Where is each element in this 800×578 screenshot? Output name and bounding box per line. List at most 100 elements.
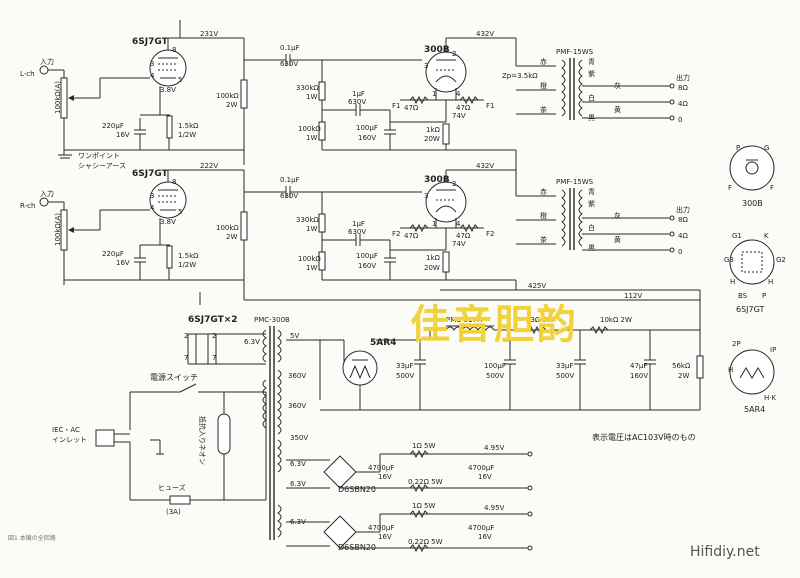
svg-text:H: H [768, 278, 773, 286]
label-f1b: F1 [486, 102, 494, 110]
label-r1kb-w: 20W [424, 264, 440, 272]
label-rch: R-ch [20, 202, 35, 210]
label-c100b-v: 160V [358, 262, 376, 270]
label-425v: 425V [528, 282, 546, 290]
label-c1ub: 1μF [352, 220, 365, 228]
label-r47b1: 47Ω [404, 232, 419, 240]
label-5v: 5V [290, 332, 299, 340]
right-channel: 入力 R-ch 100kΩ(A) 6SJ7GT 3.8V 3 4 5 8 222… [20, 162, 690, 285]
label-63a: 6.3V [244, 338, 260, 346]
label-63b: 6.3V [290, 460, 306, 468]
label-color-murasaki2: 紫 [588, 200, 595, 208]
label-c220b-v: 16V [116, 259, 130, 267]
label-r100k2wb: 100kΩ [216, 224, 239, 232]
label-c33b-v: 500V [556, 372, 574, 380]
label-r100k2wa-w: 2W [226, 101, 237, 109]
label-o0b: 0 [678, 248, 682, 256]
label-r1b: 1Ω 5W [412, 502, 435, 510]
label-r56k-w: 2W [678, 372, 689, 380]
label-iec2: インレット [52, 436, 87, 444]
svg-text:5: 5 [178, 208, 182, 216]
svg-text:5: 5 [178, 76, 182, 84]
label-112v: 112V [624, 292, 642, 300]
label-iec1: IEC・AC [52, 426, 80, 434]
label-c33a-v: 500V [396, 372, 414, 380]
svg-text:8: 8 [172, 178, 176, 186]
label-r100k2wa: 100kΩ [216, 92, 239, 100]
label-432va: 432V [476, 30, 494, 38]
svg-text:F: F [728, 184, 732, 192]
label-38b: 3.8V [160, 218, 176, 226]
input-jack-left [39, 65, 49, 75]
svg-text:3: 3 [150, 60, 154, 68]
label-c4700a-v: 16V [378, 473, 392, 481]
label-c100c-v: 500V [486, 372, 504, 380]
label-r10k: 10kΩ 2W [600, 316, 632, 324]
svg-text:G3: G3 [724, 256, 734, 264]
label-r33: 33Ω 5W [526, 316, 554, 324]
tube-300b-left [425, 51, 467, 93]
site-mark: Hifidiy.net [690, 544, 760, 560]
svg-text:P: P [762, 292, 766, 300]
label-color-hai2: 灰 [614, 211, 621, 220]
label-c01b: 0.1μF [280, 176, 300, 184]
label-r56k: 56kΩ [672, 362, 691, 370]
label-495b: 4.95V [484, 504, 505, 512]
label-c4700b: 4700μF [468, 464, 494, 472]
label-c4700c-v: 16V [378, 533, 392, 541]
label-color-ao: 青 [588, 57, 595, 66]
svg-text:P: P [736, 144, 740, 152]
label-o4a: 4Ω [678, 100, 688, 108]
svg-text:2: 2 [212, 332, 216, 340]
svg-text:1: 1 [432, 90, 436, 98]
label-c47-v: 160V [630, 372, 648, 380]
svg-text:K: K [764, 232, 769, 240]
label-otx-left: PMF-15WS [556, 48, 594, 56]
label-color-shiro2: 白 [588, 223, 595, 232]
left-channel: 入力 L-ch 100kΩ(A) ワンポイント シャシーアース 6SJ7GT 3… [20, 30, 690, 170]
iec-inlet [95, 429, 115, 447]
label-r47a1: 47Ω [404, 104, 419, 112]
svg-text:3: 3 [424, 192, 428, 200]
label-pin-5ar4: 5AR4 [744, 405, 765, 414]
label-r330a: 330kΩ [296, 84, 319, 92]
label-neon: 抵抗入りネオン [198, 416, 207, 465]
label-c01b-v: 630V [280, 192, 298, 200]
svg-text:4: 4 [456, 220, 461, 228]
label-out2: 出力 [676, 205, 690, 214]
label-pin-6sj7: 6SJ7GT [736, 305, 765, 314]
pinout-300b [729, 145, 775, 191]
svg-text:2: 2 [452, 180, 456, 188]
svg-text:2: 2 [452, 50, 456, 58]
label-c47: 47μF [630, 362, 647, 370]
label-r100a-w: 1W [306, 134, 317, 142]
label-fuse: ヒューズ [158, 483, 186, 492]
svg-text:G: G [764, 144, 769, 152]
label-c100b: 100μF [356, 252, 378, 260]
label-6sj7x2: 6SJ7GT×2 [188, 315, 238, 325]
fuse [169, 495, 191, 505]
label-out1: 出力 [676, 73, 690, 82]
label-note: 表示電圧はAC103V時のもの [592, 432, 696, 442]
label-zp: Zp=3.5kΩ [502, 72, 538, 80]
svg-text:BS: BS [738, 292, 748, 300]
label-r100a: 100kΩ [298, 125, 321, 133]
svg-text:F: F [770, 184, 774, 192]
label-o4b: 4Ω [678, 232, 688, 240]
label-color-tou: 橙 [540, 81, 547, 90]
label-r47a2: 47Ω [456, 104, 471, 112]
svg-text:H: H [730, 278, 735, 286]
label-222v: 222V [200, 162, 218, 170]
label-color-shiro: 白 [588, 93, 595, 102]
svg-text:H: H [728, 366, 733, 374]
label-power-switch: 電源スイッチ [150, 373, 198, 382]
label-r1kb: 1kΩ [426, 254, 441, 262]
pinouts: P G F F 300B G1 K G3 G2 H H BS P 6SJ7GT … [724, 144, 786, 414]
label-6sj7-left: 6SJ7GT [132, 37, 169, 47]
pinout-5ar4 [729, 349, 775, 395]
label-c220a-v: 16V [116, 131, 130, 139]
svg-text:3: 3 [424, 62, 428, 70]
label-231v: 231V [200, 30, 218, 38]
label-63c: 6.3V [290, 480, 306, 488]
